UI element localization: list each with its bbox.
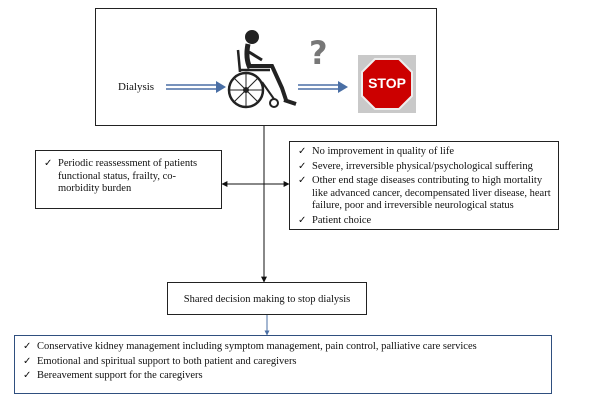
checkmark-icon: ✓ xyxy=(298,160,307,172)
list-item: ✓Conservative kidney management includin… xyxy=(23,341,477,352)
reassessment-list: ✓Periodic reassessment of patients funct… xyxy=(44,158,216,198)
reassessment-box: ✓Periodic reassessment of patients funct… xyxy=(35,150,222,209)
supportive-care-box: ✓Conservative kidney management includin… xyxy=(14,335,552,394)
checkmark-icon: ✓ xyxy=(23,341,32,352)
list-item: ✓Patient choice xyxy=(298,214,372,226)
dialysis-label: Dialysis xyxy=(118,81,155,93)
checkmark-icon: ✓ xyxy=(44,158,53,169)
list-item: ✓No improvement in quality of life xyxy=(298,146,455,157)
wheelchair-person-icon xyxy=(227,30,297,109)
checkmark-icon: ✓ xyxy=(298,146,307,157)
list-item: ✓Other end stage diseases contributing t… xyxy=(298,175,551,211)
stop-criteria-box: ✓No improvement in quality of life ✓Seve… xyxy=(289,141,559,230)
supportive-care-list: ✓Conservative kidney management includin… xyxy=(23,341,548,385)
stop-sign-text: STOP xyxy=(368,75,406,91)
stop-criteria-list: ✓No improvement in quality of life ✓Seve… xyxy=(298,146,554,229)
list-item: ✓Periodic reassessment of patients funct… xyxy=(44,158,198,194)
dialysis-to-patient-arrow xyxy=(166,81,226,93)
checkmark-icon: ✓ xyxy=(23,355,32,367)
stop-sign-icon xyxy=(361,58,413,110)
shared-decision-label: Shared decision making to stop dialysis xyxy=(183,294,351,305)
list-item: ✓Bereavement support for the caregivers xyxy=(23,370,203,381)
question-mark-icon: ? xyxy=(309,34,328,72)
checkmark-icon: ✓ xyxy=(298,175,307,186)
checkmark-icon: ✓ xyxy=(298,214,307,226)
checkmark-icon: ✓ xyxy=(23,370,32,381)
patient-to-stop-arrow xyxy=(298,81,348,93)
list-item: ✓Emotional and spiritual support to both… xyxy=(23,355,297,367)
shared-decision-box: Shared decision making to stop dialysis xyxy=(167,282,367,315)
list-item: ✓Severe, irreversible physical/psycholog… xyxy=(298,160,533,172)
